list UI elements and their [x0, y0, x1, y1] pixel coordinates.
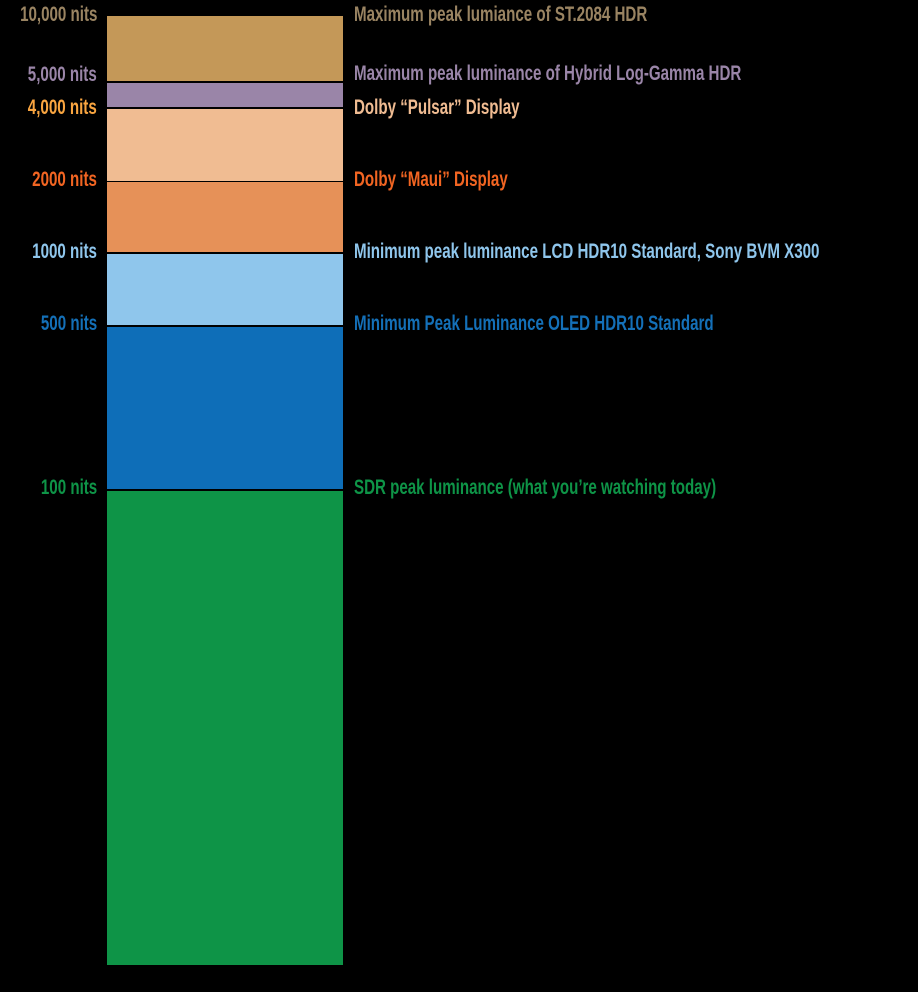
description-5000: Maximum peak luminance of Hybrid Log-Gam…: [354, 62, 742, 85]
segment-2000: [107, 182, 343, 252]
segment-10000: [107, 16, 343, 81]
description-10000: Maximum peak lumiance of ST.2084 HDR: [354, 3, 648, 26]
segment-1000: [107, 254, 343, 325]
segment-4000: [107, 109, 343, 181]
segment-100: [107, 491, 343, 965]
description-100: SDR peak luminance (what you’re watching…: [354, 476, 717, 499]
value-label-1000: 1000 nits: [32, 240, 97, 263]
luminance-column: [107, 16, 343, 965]
value-label-10000: 10,000 nits: [19, 3, 97, 26]
value-label-5000: 5,000 nits: [28, 63, 97, 86]
description-4000: Dolby “Pulsar” Display: [354, 96, 520, 119]
value-label-500: 500 nits: [40, 312, 97, 335]
segment-5000: [107, 83, 343, 107]
segment-500: [107, 327, 343, 489]
description-1000: Minimum peak luminance LCD HDR10 Standar…: [354, 240, 820, 263]
description-500: Minimum Peak Luminance OLED HDR10 Standa…: [354, 312, 714, 335]
value-label-100: 100 nits: [40, 476, 97, 499]
description-2000: Dolby “Maui” Display: [354, 168, 508, 191]
value-label-4000: 4,000 nits: [28, 96, 97, 119]
value-label-2000: 2000 nits: [32, 168, 97, 191]
